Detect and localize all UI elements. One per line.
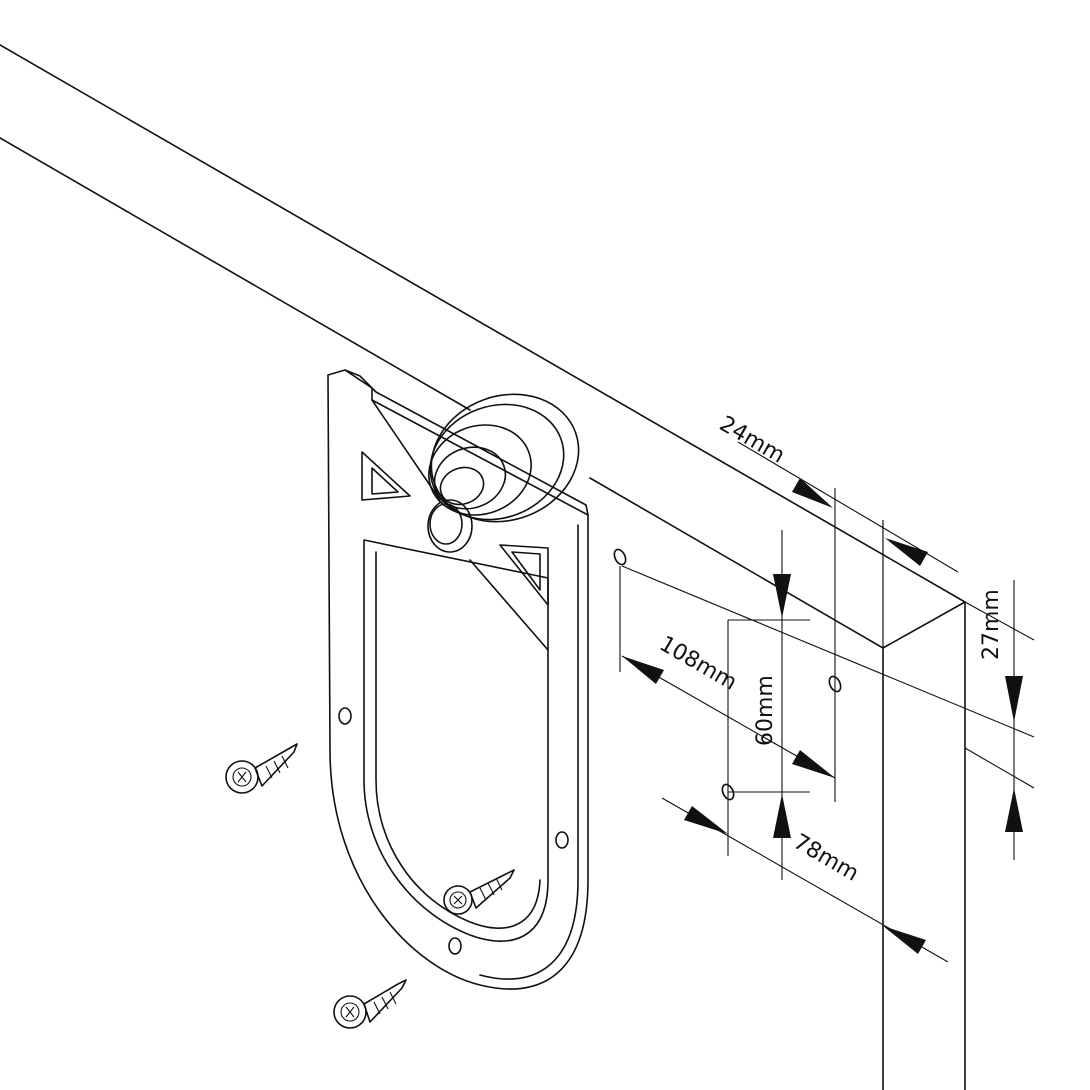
mounting-holes: [613, 548, 842, 801]
screw-1: [225, 743, 298, 794]
label-27mm: 27mm: [979, 589, 1004, 660]
dimension-27mm: 27mm: [964, 580, 1035, 860]
dimension-24mm: 24mm: [715, 412, 959, 802]
roller-wheel: [427, 393, 580, 553]
label-60mm: 60mm: [753, 675, 778, 746]
label-78mm: 78mm: [789, 830, 863, 887]
dimension-60mm: 60mm: [727, 530, 810, 880]
screw-3: [333, 979, 407, 1029]
label-24mm: 24mm: [715, 412, 789, 469]
dimension-78mm: 78mm: [661, 797, 949, 963]
track-rail: [0, 44, 966, 1090]
screw-2: [443, 869, 515, 915]
hanger-bracket: [327, 369, 589, 990]
dimension-108mm: 108mm: [619, 565, 1035, 779]
